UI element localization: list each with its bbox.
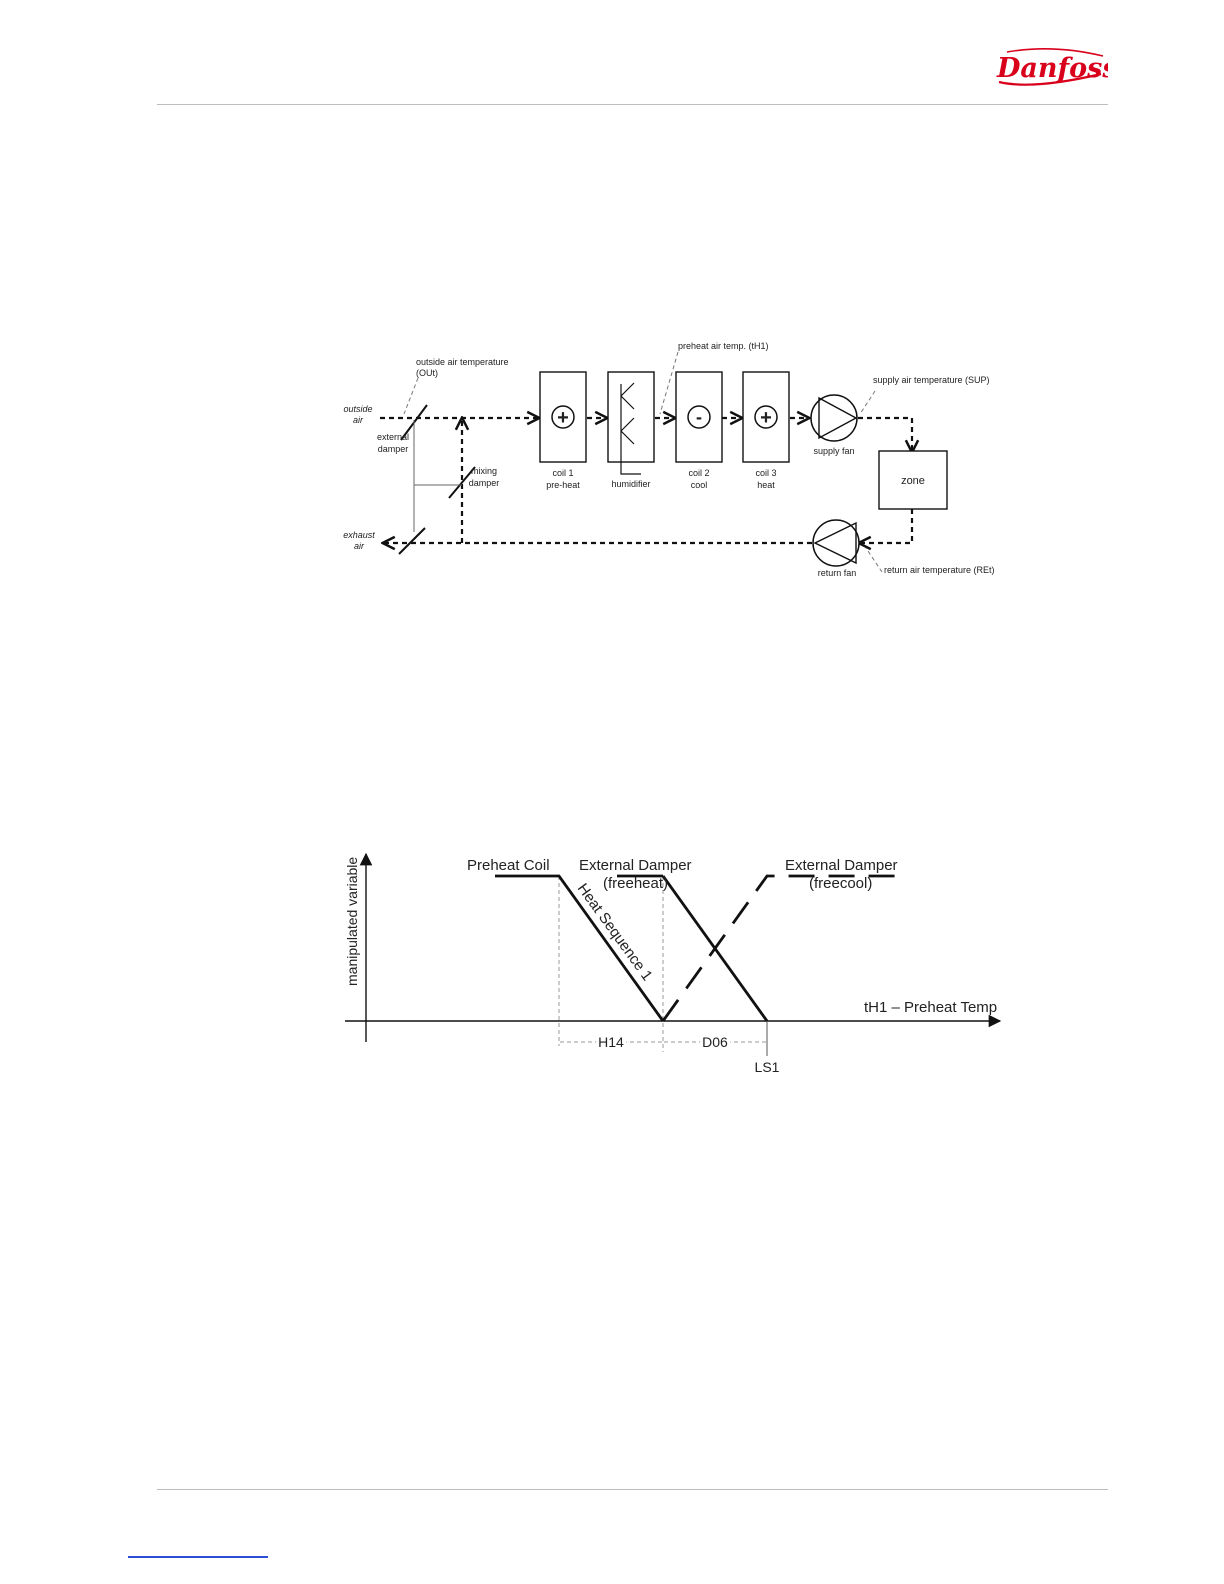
external-damper-label-1: external (377, 432, 409, 442)
coil-1-symbol-circle (551, 405, 575, 429)
coil-1-symbol: + (557, 407, 569, 429)
heat-sequence-label: Heat Sequence 1 (574, 880, 656, 984)
freeheat-label-1: External Damper (579, 857, 692, 874)
return-fan-triangle (813, 521, 857, 565)
outside-air-label-1: outside (343, 404, 372, 414)
exhaust-air-label-1: exhaust (343, 530, 375, 540)
humidifier-box (607, 371, 655, 463)
damper-linkage (413, 420, 462, 532)
coil-3-label-1: coil 3 (755, 468, 776, 478)
coil-1-label-1: coil 1 (552, 468, 573, 478)
coil-3-symbol: + (760, 407, 772, 429)
supply-temp-label: supply air temperature (SUP) (873, 375, 990, 385)
brand-logo: Danfoss (996, 48, 1108, 86)
mixing-damper-blade (448, 466, 476, 499)
freecool-label-2: (freecool) (809, 875, 872, 892)
mixing-damper-label-2: damper (469, 478, 500, 488)
preheat-temp-label: preheat air temp. (tH1) (678, 341, 769, 351)
coil-2-label-2: cool (691, 480, 708, 490)
preheat-coil-label: Preheat Coil (467, 857, 550, 874)
supply-fan-triangle (818, 396, 858, 440)
exhaust-damper-blade (398, 527, 426, 555)
exhaust-air-label-2: air (354, 541, 365, 551)
footer-rule (157, 1489, 1108, 1490)
return-temp-leader (865, 547, 883, 573)
return-temp-label: return air temperature (REt) (884, 565, 995, 575)
supply-temp-leader (859, 390, 876, 415)
header-rule (157, 104, 1108, 105)
coil-3-symbol-circle (754, 405, 778, 429)
h14-label: H14 (598, 1034, 624, 1050)
coil-2-box (675, 371, 723, 463)
humidifier-nozzles-icon (620, 382, 641, 475)
ls1-label: LS1 (755, 1059, 780, 1075)
freecool-damper-curve (661, 874, 900, 1022)
mixing-damper-label-1: mixing (471, 466, 497, 476)
preheat-coil-curve (495, 874, 665, 1022)
return-fan-label: return fan (818, 568, 857, 578)
humidifier-label: humidifier (611, 479, 650, 489)
preheat-temp-leader (659, 351, 679, 415)
return-fan-icon (812, 519, 860, 567)
coil-2-symbol-circle (687, 405, 711, 429)
brand-name: Danfoss (996, 53, 1108, 84)
y-axis-label: manipulated variable (344, 857, 360, 986)
zone-label: zone (901, 475, 925, 487)
coil-3-label-2: heat (757, 480, 775, 490)
coil-1-label-2: pre-heat (546, 480, 580, 490)
external-damper-label-2: damper (378, 444, 409, 454)
supply-to-zone-duct (858, 416, 912, 451)
coil-2-label-1: coil 2 (688, 468, 709, 478)
zone-to-return-duct (860, 509, 914, 543)
outside-temp-label-2: (OUt) (416, 368, 438, 378)
footer-link[interactable] (128, 1556, 268, 1558)
d06-label: D06 (702, 1034, 728, 1050)
freeheat-label-2: (freeheat) (603, 875, 668, 892)
outside-air-label-2: air (353, 415, 364, 425)
supply-fan-label: supply fan (813, 446, 854, 456)
coil-2-symbol: - (696, 407, 702, 427)
coil-1-box (539, 371, 587, 463)
coil-3-box (742, 371, 790, 463)
freecool-label-1: External Damper (785, 857, 898, 874)
x-axis-label: tH1 – Preheat Temp (864, 999, 997, 1016)
outside-temp-label-1: outside air temperature (416, 357, 509, 367)
zone-box (878, 450, 948, 510)
